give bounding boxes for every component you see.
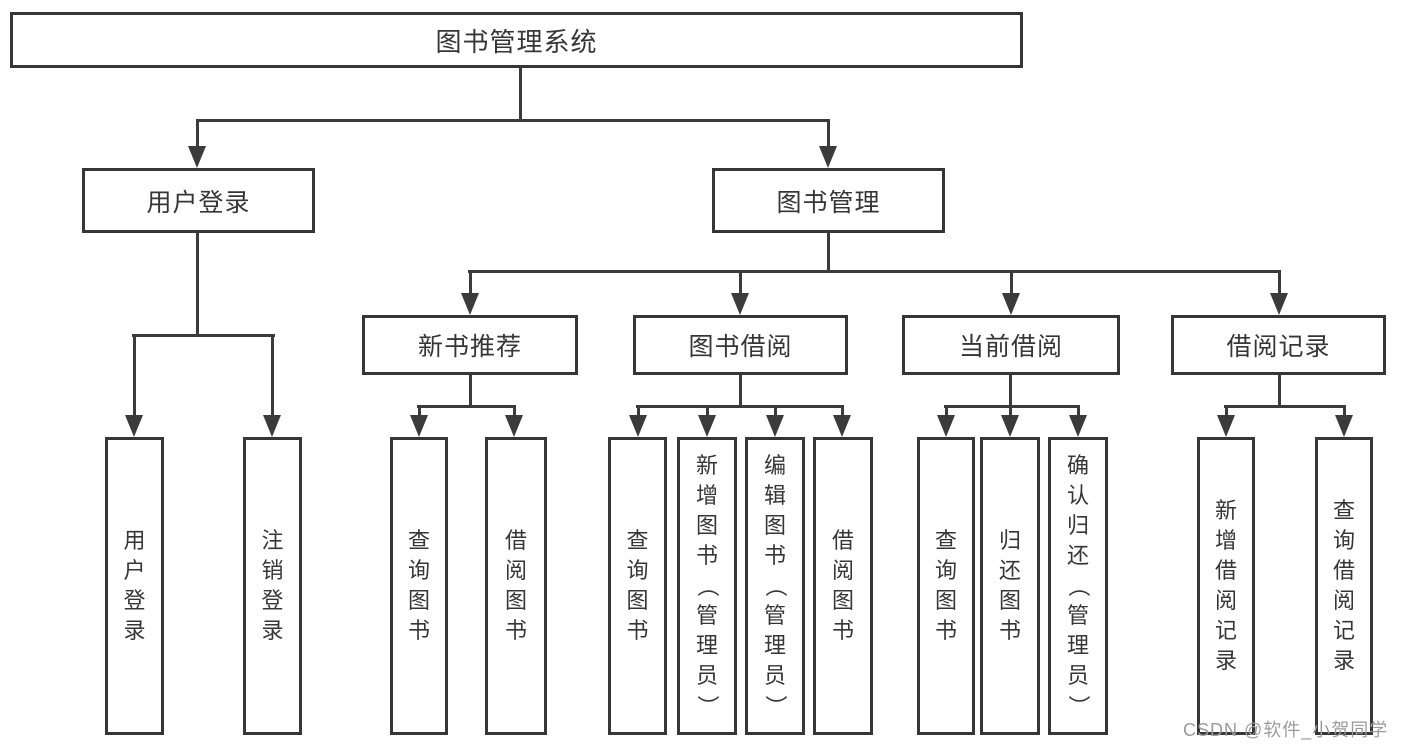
connector-current-borrow-stem	[1009, 375, 1012, 408]
node-book-management-label: 图书管理	[776, 188, 881, 217]
arrow-down-icon	[263, 415, 281, 437]
arrow-down-icon	[1270, 293, 1288, 315]
arrow-down-icon	[505, 415, 523, 437]
leaf-user-login: 用户登录	[105, 437, 164, 735]
leaf-return-book: 归还图书	[980, 437, 1040, 735]
connector-drop-leaf	[774, 405, 777, 417]
connector-drop-leaf	[1225, 405, 1228, 417]
connector-borrow-records-stem	[1278, 375, 1281, 408]
connector-drop-leaf	[1077, 405, 1080, 417]
arrow-down-icon	[698, 415, 716, 437]
arrow-down-icon	[731, 293, 749, 315]
connector-drop-leaf	[133, 334, 136, 417]
arrow-down-icon	[1335, 415, 1353, 437]
connector-new-book-stem	[469, 375, 472, 408]
node-user-login-label: 用户登录	[146, 188, 251, 217]
csdn-watermark: CSDN @软件_小贺同学	[1183, 720, 1389, 740]
node-new-book-recommend-label: 新书推荐	[417, 333, 522, 361]
connector-drop-leaf	[841, 405, 844, 417]
arrow-down-icon	[629, 415, 647, 437]
node-borrow-records: 借阅记录	[1171, 315, 1386, 375]
connector-drop-leaf	[418, 405, 421, 417]
arrow-down-icon	[766, 415, 784, 437]
leaf-query-book-3: 查询图书	[917, 437, 975, 735]
connector-user-login-stem	[196, 233, 199, 336]
connector-book-borrow-stem	[739, 375, 742, 408]
connector-drop-leaf	[271, 334, 274, 417]
node-root: 图书管理系统	[10, 12, 1023, 68]
connector-drop-leaf	[706, 405, 709, 417]
leaf-add-book-admin: 新增图书（管理员）	[677, 437, 737, 735]
arrow-down-icon	[188, 146, 206, 168]
node-borrow-records-label: 借阅记录	[1226, 333, 1331, 361]
connector-root-stem	[519, 68, 522, 121]
node-current-borrow-label: 当前借阅	[958, 333, 1063, 361]
leaf-confirm-return-admin: 确认归还（管理员）	[1048, 437, 1108, 735]
connector-root-bar	[196, 119, 830, 122]
connector-drop-leaf	[1009, 405, 1012, 417]
connector-drop-new-book	[469, 270, 472, 295]
arrow-down-icon	[1069, 415, 1087, 437]
arrow-down-icon	[125, 415, 143, 437]
arrow-down-icon	[410, 415, 428, 437]
leaf-borrow-book-2: 借阅图书	[813, 437, 873, 735]
node-root-label: 图书管理系统	[435, 26, 598, 57]
connector-user-login-bar	[132, 334, 275, 337]
connector-borrow-records-bar	[1224, 405, 1346, 408]
leaf-edit-book-admin: 编辑图书（管理员）	[745, 437, 805, 735]
arrow-down-icon	[833, 415, 851, 437]
connector-book-management-bar	[468, 270, 1281, 273]
connector-book-management-stem	[827, 233, 830, 273]
connector-book-borrow-bar	[636, 405, 844, 408]
node-book-borrow: 图书借阅	[633, 315, 848, 375]
arrow-down-icon	[819, 146, 837, 168]
connector-drop-book-management	[827, 119, 830, 148]
connector-drop-leaf	[513, 405, 516, 417]
leaf-add-borrow-record: 新增借阅记录	[1197, 437, 1255, 735]
arrow-down-icon	[1002, 293, 1020, 315]
leaf-logout: 注销登录	[243, 437, 302, 735]
connector-new-book-bar	[417, 405, 515, 408]
connector-drop-leaf	[945, 405, 948, 417]
connector-drop-current-borrow	[1010, 270, 1013, 295]
arrow-down-icon	[1001, 415, 1019, 437]
node-user-login: 用户登录	[82, 168, 315, 233]
leaf-borrow-book-1: 借阅图书	[485, 437, 547, 735]
connector-drop-book-borrow	[739, 270, 742, 295]
leaf-query-book-2: 查询图书	[608, 437, 667, 735]
arrow-down-icon	[937, 415, 955, 437]
node-book-borrow-label: 图书借阅	[688, 333, 793, 361]
connector-drop-borrow-records	[1278, 270, 1281, 295]
connector-drop-user-login	[196, 119, 199, 148]
connector-drop-leaf	[637, 405, 640, 417]
node-current-borrow: 当前借阅	[902, 315, 1120, 375]
node-book-management: 图书管理	[712, 168, 945, 233]
node-new-book-recommend: 新书推荐	[362, 315, 578, 375]
leaf-query-borrow-record: 查询借阅记录	[1315, 437, 1373, 735]
leaf-query-book-1: 查询图书	[390, 437, 448, 735]
arrow-down-icon	[1217, 415, 1235, 437]
connector-drop-leaf	[1343, 405, 1346, 417]
arrow-down-icon	[461, 293, 479, 315]
